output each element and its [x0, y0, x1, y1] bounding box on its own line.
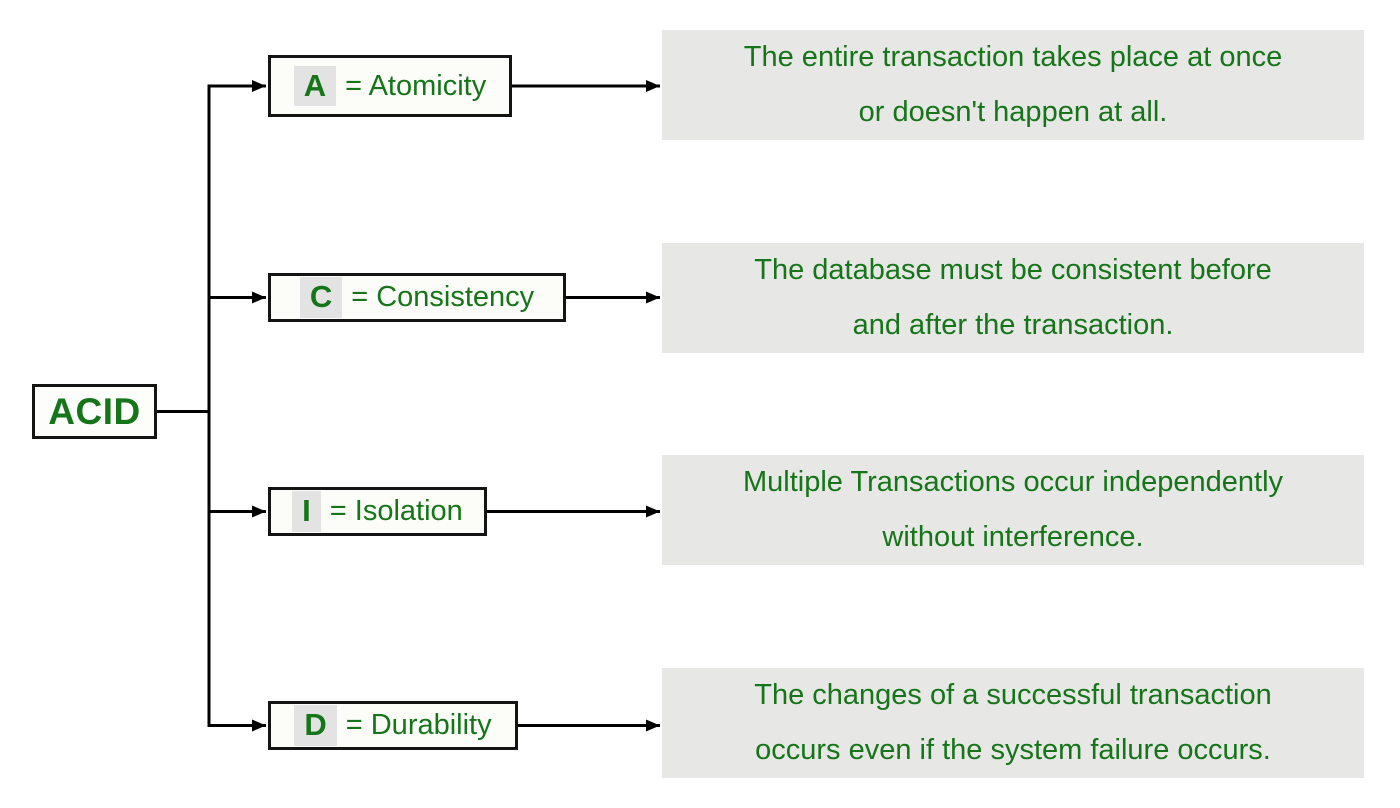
desc-atomicity-line-2: or doesn't happen at all.: [858, 96, 1168, 128]
desc-isolation: Multiple Transactions occur independentl…: [662, 455, 1364, 565]
node-consistency-label: = Consistency: [351, 281, 535, 313]
node-isolation-label: = Isolation: [329, 495, 463, 527]
node-durability: D = Durability: [268, 701, 518, 750]
desc-consistency-line-1: The database must be consistent before: [754, 254, 1272, 286]
desc-isolation-line-1: Multiple Transactions occur independentl…: [742, 466, 1284, 498]
acid-root-label: ACID: [48, 390, 141, 432]
desc-isolation-line-2: without interference.: [882, 521, 1144, 553]
desc-atomicity-line-1: The entire transaction takes place at on…: [743, 41, 1283, 73]
node-atomicity-letter: A: [293, 65, 337, 107]
node-atomicity: A = Atomicity: [268, 55, 512, 117]
node-consistency: C = Consistency: [268, 273, 566, 322]
node-atomicity-label: = Atomicity: [345, 69, 487, 102]
node-durability-label: = Durability: [345, 709, 492, 741]
desc-durability-line-2: occurs even if the system failure occurs…: [755, 734, 1271, 766]
desc-consistency: The database must be consistent before a…: [662, 243, 1364, 353]
node-isolation-letter: I: [292, 491, 321, 532]
desc-durability: The changes of a successful transaction …: [662, 668, 1364, 778]
desc-atomicity: The entire transaction takes place at on…: [662, 30, 1364, 140]
desc-durability-line-1: The changes of a successful transaction: [754, 679, 1272, 711]
node-durability-letter: D: [294, 705, 337, 746]
node-consistency-letter: C: [299, 277, 343, 318]
desc-consistency-line-2: and after the transaction.: [852, 309, 1174, 341]
node-isolation: I = Isolation: [268, 487, 487, 536]
acid-root-node: ACID: [32, 384, 157, 439]
